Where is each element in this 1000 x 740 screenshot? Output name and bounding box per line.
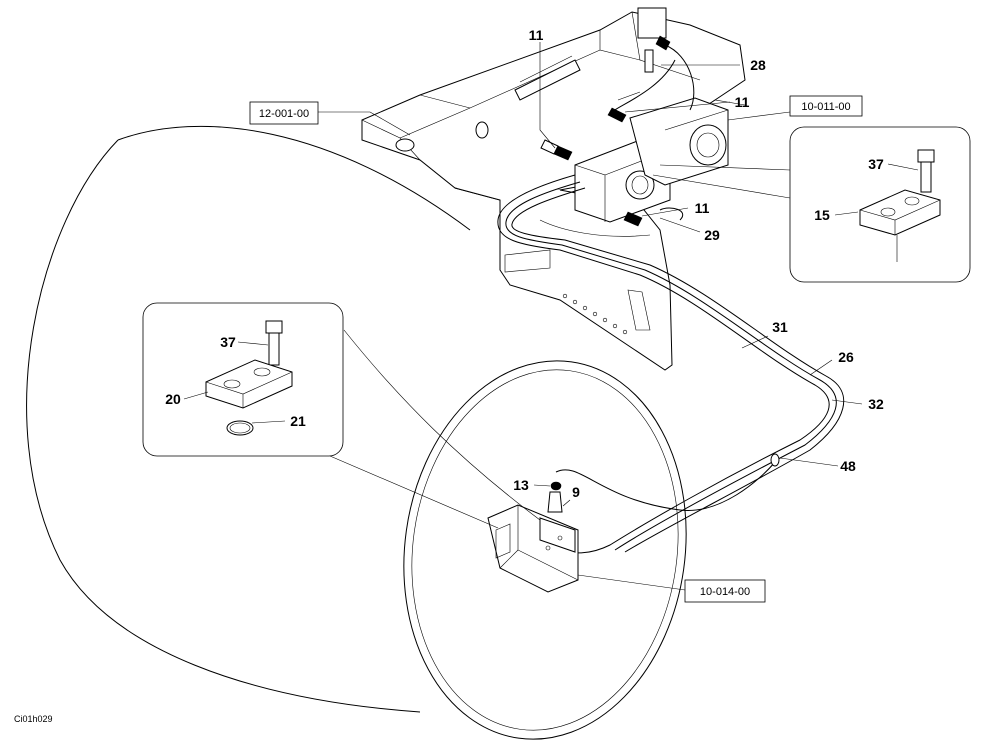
drawing-code: Ci01h029 [14,714,53,724]
fitting-28-icon [644,49,654,73]
fitting-9-icon [547,491,563,513]
callouts: 11 28 11 11 29 37 15 37 20 21 31 26 32 4… [165,27,884,500]
fittings [540,35,671,513]
frame-holes [562,293,628,335]
reference-box-10-011-00: 10-011-00 [789,95,863,117]
callout-13: 13 [513,477,529,493]
callout-31: 31 [772,319,788,335]
callout-20: 20 [165,391,181,407]
reference-label: 10-011-00 [801,101,850,113]
callout-11: 11 [735,94,750,110]
callout-11: 11 [695,200,710,216]
reference-box-12-001-00: 12-001-00 [249,101,319,125]
detail-box-left [142,302,344,457]
callout-29: 29 [704,227,720,243]
callout-11: 11 [529,27,544,43]
callout-28: 28 [750,57,766,73]
pump-assembly [574,7,729,223]
reference-label: 12-001-00 [259,108,309,120]
drum-motor [487,504,579,593]
callout-37: 37 [868,156,884,172]
fitting-11c-icon [623,211,643,227]
hose-clamp-48-icon [770,453,780,467]
roller-drum [26,125,687,740]
fitting-13-icon [550,481,562,491]
callout-9: 9 [572,484,580,500]
callout-48: 48 [840,458,856,474]
reference-label: 10-014-00 [700,586,750,598]
callout-21: 21 [290,413,306,429]
detail-box-right [789,126,971,283]
callout-32: 32 [868,396,884,412]
reference-box-10-014-00: 10-014-00 [684,579,766,603]
leader-lines [183,42,919,591]
fitting-11b-icon [607,107,627,123]
callout-15: 15 [814,207,830,223]
callout-37: 37 [220,334,236,350]
callout-26: 26 [838,349,854,365]
